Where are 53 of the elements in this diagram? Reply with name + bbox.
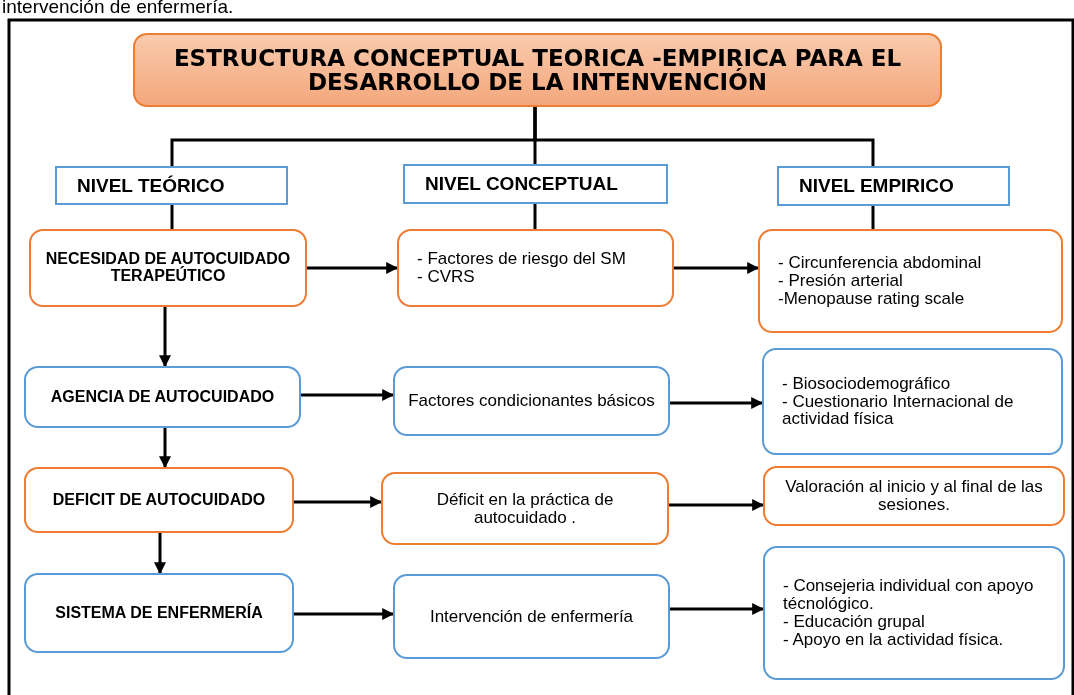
arrow — [670, 603, 765, 615]
process-box — [763, 466, 1065, 526]
title-text: ESTRUCTURA CONCEPTUAL TEORICA -EMPIRICA PARA EL DESARROLLO DE LA INTENVENCIÓN — [172, 45, 903, 95]
process-box — [393, 366, 670, 436]
connector-line — [533, 204, 537, 229]
box-text: Factores condicionantes básicos — [407, 392, 656, 410]
box-text: SISTEMA DE ENFERMERÍA — [54, 604, 264, 622]
process-box — [397, 229, 674, 307]
bracket-line — [533, 107, 875, 166]
process-box — [393, 574, 670, 659]
box-text: - Apoyo en la actividad física. — [783, 630, 1005, 649]
process-box — [762, 348, 1063, 455]
arrow — [307, 262, 399, 274]
box-text: - Factores de riesgo del SM — [417, 250, 627, 268]
box-text: Intervención de enfermería — [428, 607, 635, 626]
box-text: AGENCIA DE AUTOCUIDADO — [49, 388, 276, 406]
box-text: - CVRS — [417, 268, 476, 286]
arrow — [669, 499, 765, 511]
level-label: NIVEL EMPIRICO — [799, 176, 955, 196]
box-text: - Educación grupal — [783, 613, 926, 631]
connector-line — [871, 206, 875, 229]
concept-box — [24, 573, 294, 653]
arrow — [154, 533, 166, 575]
arrow — [294, 496, 383, 508]
arrow — [294, 608, 395, 620]
box-text: Déficit en la práctica de autocuidado . — [435, 490, 615, 527]
box-text: - Biosociodemográfico — [782, 374, 952, 393]
arrow — [301, 389, 395, 401]
box-text: - Circunferencia abdominal — [778, 254, 983, 273]
box-text: - Presión arterial — [778, 272, 904, 290]
process-box — [381, 472, 669, 545]
level-header-box — [55, 166, 288, 205]
box-text: - Cuestionario Internacional de actividad física — [782, 392, 1015, 429]
concept-box — [24, 467, 294, 533]
box-text: DEFICIT DE AUTOCUIDADO — [51, 491, 267, 509]
concept-box — [29, 229, 307, 307]
process-box — [763, 546, 1065, 680]
arrow — [674, 262, 760, 274]
box-text: NECESIDAD DE AUTOCUIDADO TERAPEÚTICO — [44, 251, 292, 285]
level-label: NIVEL TEÓRICO — [77, 175, 226, 196]
concept-box — [24, 366, 301, 428]
arrow — [159, 428, 171, 469]
level-header-box — [777, 166, 1010, 206]
arrow — [159, 307, 171, 368]
title-banner — [133, 33, 942, 107]
connector-line — [170, 205, 174, 229]
process-box — [758, 229, 1063, 333]
box-text: -Menopause rating scale — [778, 289, 966, 308]
box-text: Valoración al inicio y al final de las sesiones. — [784, 478, 1044, 514]
level-header-box — [403, 164, 668, 204]
arrow — [670, 397, 764, 409]
level-label: NIVEL CONCEPTUAL — [425, 174, 619, 194]
box-text: - Consejeria individual con apoyo técnológico. — [783, 577, 1035, 613]
